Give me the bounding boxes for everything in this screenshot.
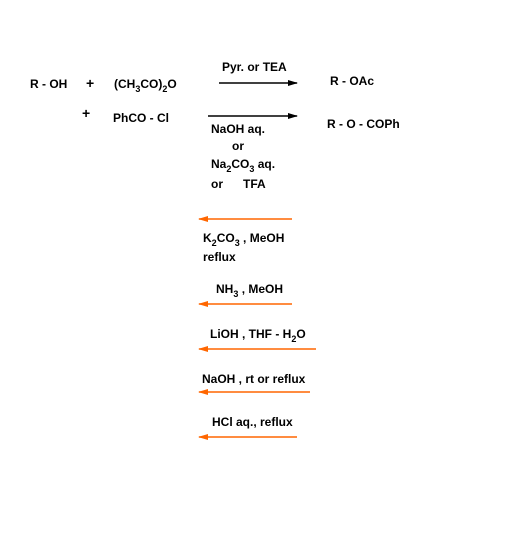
conditions-lioh-thf: LiOH , THF - H2O <box>210 327 306 344</box>
conditions-naoh: NaOH , rt or reflux <box>202 372 306 386</box>
conditions-k2co3-line2: reflux <box>203 250 236 264</box>
reagent-benzoyl-chloride: PhCO - Cl <box>113 111 169 125</box>
conditions-benzoylation-line4-or: or <box>211 177 223 191</box>
conditions-benzoylation-line3: Na2CO3 aq. <box>211 157 275 174</box>
conditions-benzoylation-line2: or <box>232 139 244 153</box>
conditions-benzoylation-line4-tfa: TFA <box>243 177 266 191</box>
product-acetate: R - OAc <box>330 74 374 88</box>
conditions-benzoylation-line1: NaOH aq. <box>211 122 265 136</box>
plus-sign: + <box>82 105 90 121</box>
conditions-nh3-meoh: NH3 , MeOH <box>216 282 283 299</box>
conditions-acetylation: Pyr. or TEA <box>222 60 287 74</box>
conditions-k2co3-line1: K2CO3 , MeOH <box>203 231 284 248</box>
reactant-alcohol: R - OH <box>30 77 67 91</box>
plus-sign: + <box>86 75 94 91</box>
reagent-acetic-anhydride: (CH3CO)2O <box>114 77 177 94</box>
product-benzoate: R - O - COPh <box>327 117 400 131</box>
conditions-hcl: HCl aq., reflux <box>212 415 293 429</box>
